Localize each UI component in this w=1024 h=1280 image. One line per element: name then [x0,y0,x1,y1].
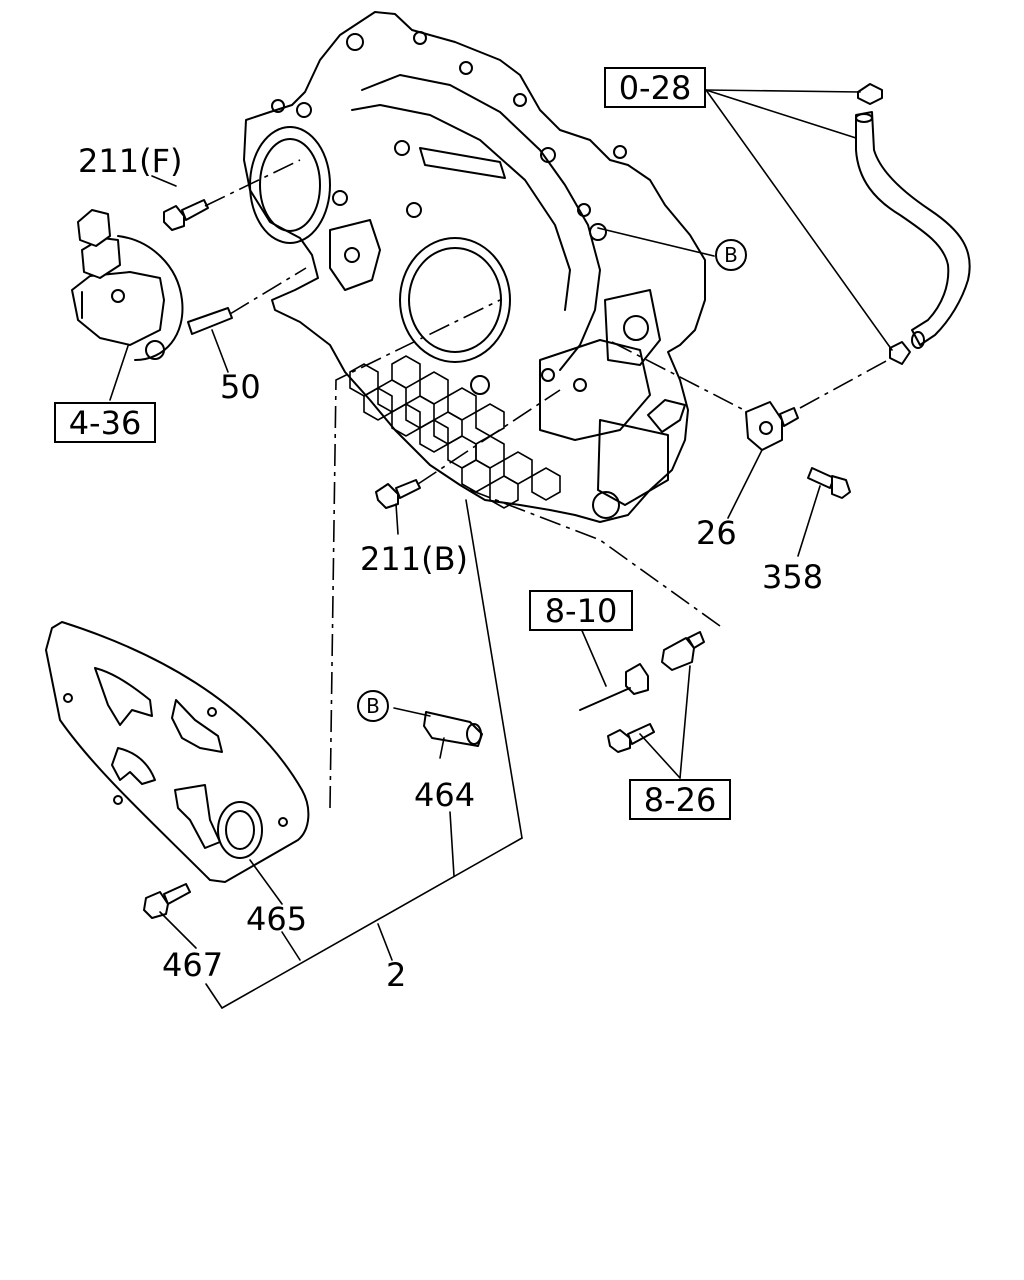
bolt-358 [807,467,851,499]
label-467: 467 [162,946,223,984]
marker-b-mid: B [357,690,389,722]
leader-lines [109,89,893,1009]
label-211b: 211(B) [360,540,468,578]
label-464: 464 [414,776,475,814]
bolt-467 [143,883,191,919]
label-465: 465 [246,900,307,938]
label-211f: 211(F) [78,142,182,180]
marker-b-top: B [715,239,747,271]
bolt-211f [163,199,209,231]
hose-assembly [855,83,971,365]
sensor-26 [745,401,799,451]
pipe-464 [423,711,483,747]
ref-label-0-28: 0-28 [619,69,692,107]
cover-plate [45,621,310,883]
honeycomb-ribs [349,355,561,509]
stud-50 [187,307,233,335]
marker-b-mid-label: B [366,694,380,718]
ref-box-8-10: 8-10 [529,590,633,631]
ref-label-8-26: 8-26 [644,781,717,819]
sensor-8-26 [579,631,705,753]
ref-box-4-36: 4-36 [54,402,156,443]
label-50: 50 [220,368,261,406]
marker-b-top-label: B [724,243,738,267]
label-358: 358 [762,558,823,596]
ref-label-8-10: 8-10 [545,592,618,630]
label-26: 26 [696,514,737,552]
pump-assembly [71,209,184,361]
bolt-211b [375,479,421,509]
ref-label-4-36: 4-36 [69,404,142,442]
flywheel-housing [243,11,706,523]
ref-box-8-26: 8-26 [629,779,731,820]
ref-box-0-28: 0-28 [604,67,706,108]
label-2: 2 [386,956,406,994]
